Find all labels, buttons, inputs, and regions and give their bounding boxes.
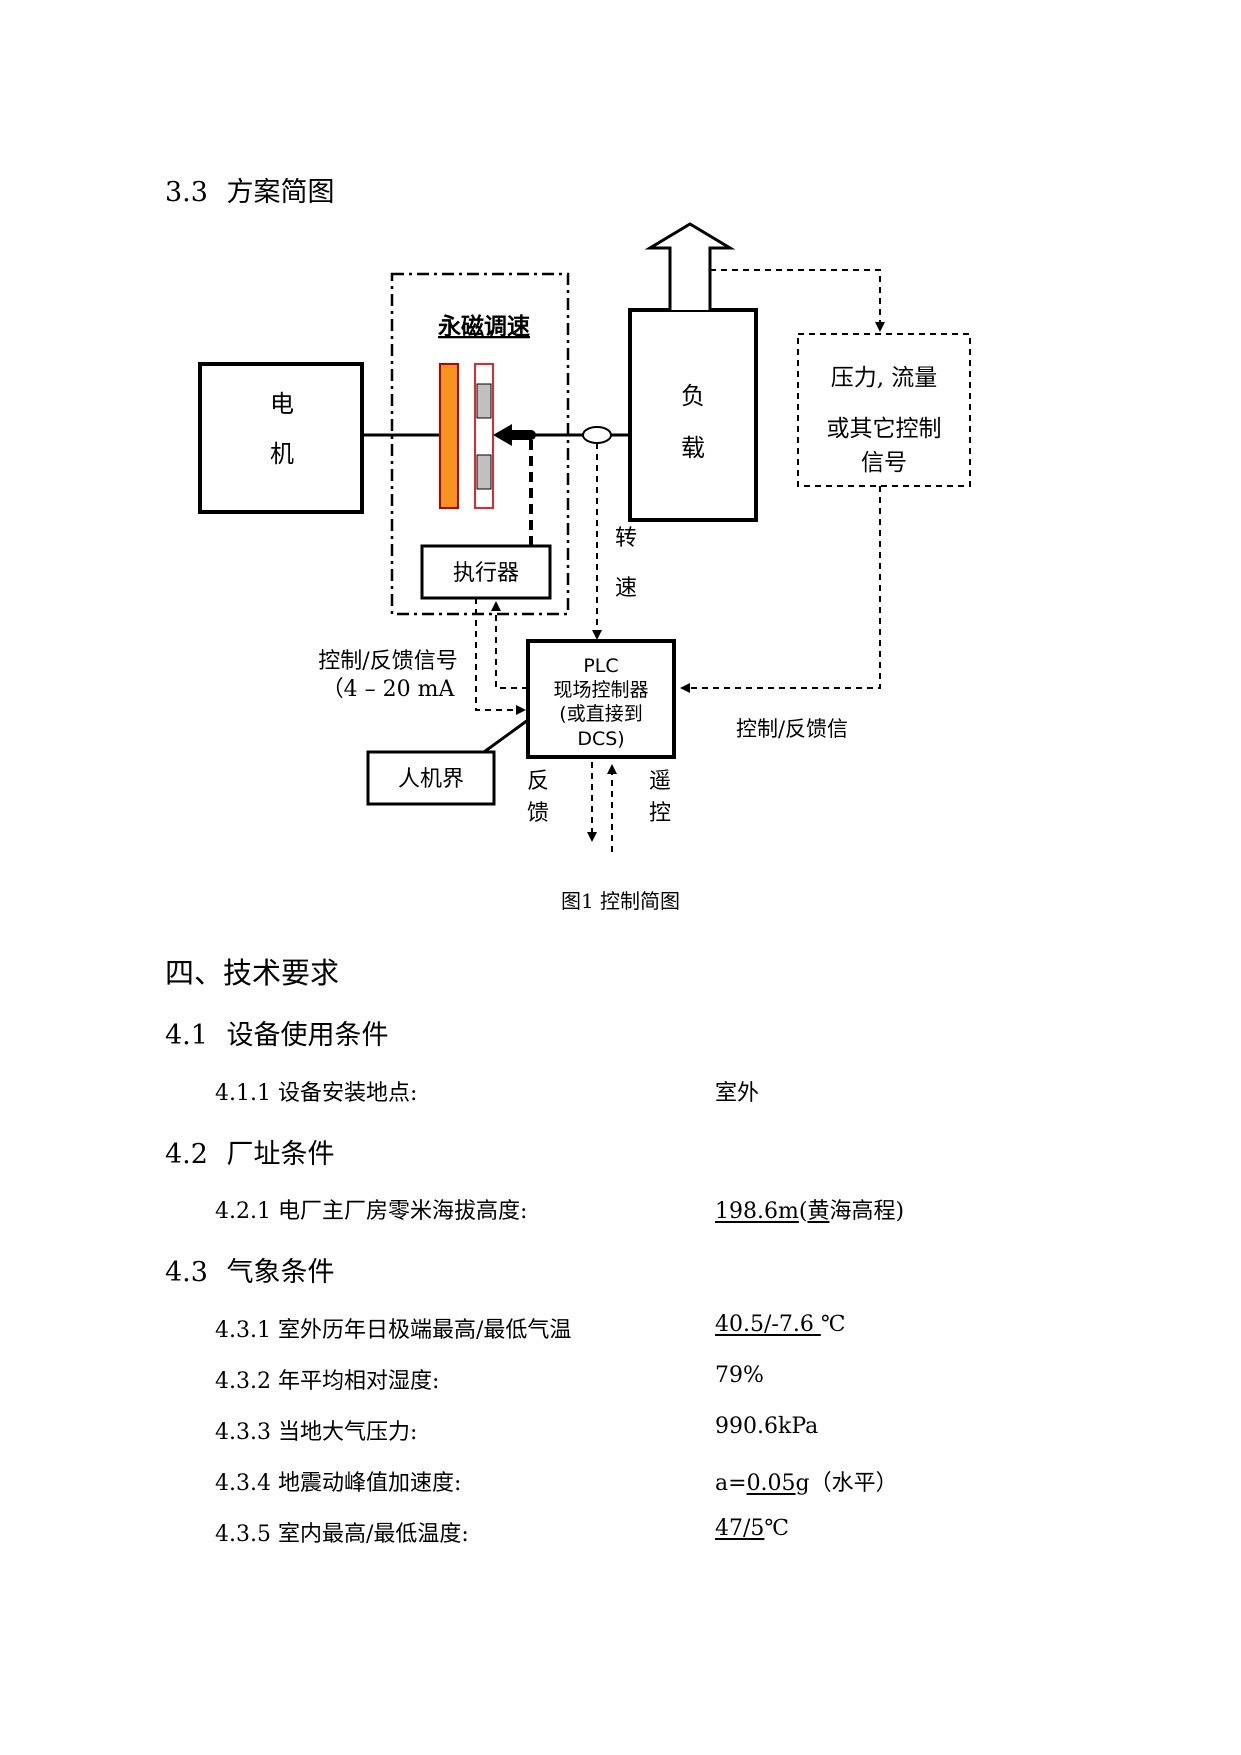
remote-label-2: 控	[649, 801, 671, 826]
item-4-3-5-value: 47/5℃	[715, 1516, 790, 1541]
section-4-heading: 四、技术要求	[165, 956, 340, 990]
plc-line-3: (或直接到	[559, 703, 642, 725]
motor-label-1: 电	[270, 390, 294, 418]
item-4-3-3-value: 990.6kPa	[715, 1414, 819, 1439]
speed-label-2: 速	[615, 576, 637, 601]
signal-line-3: 信号	[861, 450, 907, 476]
section-title: 气象条件	[226, 1257, 335, 1288]
feedback-label-1: 反	[527, 769, 549, 794]
section-3-3-heading: 3.3 方案简图	[165, 170, 335, 209]
orange-disc	[439, 363, 459, 509]
section-4-2-heading: 4.2 厂址条件	[165, 1132, 335, 1171]
item-4-3-2-value: 79%	[715, 1363, 764, 1388]
actuator-box	[420, 544, 552, 600]
plc-to-actuator-line	[491, 601, 528, 689]
section-number: 4.1	[165, 1020, 208, 1051]
section-number: 4.2	[165, 1139, 208, 1170]
figure-caption: 图1 控制简图	[560, 889, 681, 913]
item-4-3-4-value: a=0.05g（水平）	[715, 1471, 898, 1496]
plc-box	[526, 639, 676, 759]
actuator-to-plc-line	[475, 598, 526, 715]
motor-box	[198, 362, 364, 514]
signal-line-2: 或其它控制	[827, 416, 942, 442]
load-label-2: 载	[681, 434, 705, 462]
ctrl-feedback-left-2: （4 – 20 mA	[322, 677, 456, 702]
item-4-3-5-label: 4.3.5 室内最高/最低温度:	[215, 1522, 469, 1547]
item-4-1-1-label: 4.1.1 设备安装地点:	[215, 1081, 418, 1106]
plc-line-4: DCS)	[577, 728, 624, 750]
output-to-signal-line	[710, 269, 885, 332]
ctrl-feedback-right: 控制/反馈信	[736, 717, 848, 741]
item-4-2-1-label: 4.2.1 电厂主厂房零米海拔高度:	[215, 1199, 528, 1224]
magnet-block-bottom	[476, 454, 492, 490]
section-4-3-heading: 4.3 气象条件	[165, 1250, 335, 1289]
magnet-block-top	[476, 383, 492, 419]
feedback-label-2: 馈	[527, 801, 549, 826]
control-diagram: 电 机 永磁调速 执行器 负 载 压力, 流量 或其它控制 信号 转 速 PLC…	[198, 222, 971, 852]
signal-to-plc-line	[680, 486, 881, 693]
section-number: 3.3	[165, 177, 208, 208]
speed-sensor	[582, 426, 612, 444]
item-4-3-4-label: 4.3.4 地震动峰值加速度:	[215, 1471, 462, 1496]
shaft-arrow-head	[493, 424, 512, 446]
hmi-label: 人机界	[398, 767, 464, 792]
plc-line-1: PLC	[583, 655, 618, 677]
signal-box	[797, 333, 971, 487]
section-title: 设备使用条件	[226, 1020, 389, 1051]
hmi-box	[366, 750, 496, 806]
item-4-3-1-value: 40.5/-7.6 ℃	[715, 1312, 846, 1337]
section-4-1-heading: 4.1 设备使用条件	[165, 1013, 389, 1052]
pm-title: 永磁调速	[438, 313, 530, 340]
load-label-1: 负	[681, 382, 705, 410]
hmi-link	[483, 718, 529, 754]
section-title: 厂址条件	[226, 1139, 335, 1170]
pm-regulator-region	[390, 272, 570, 616]
item-4-3-1-label: 4.3.1 室外历年日极端最高/最低气温	[215, 1318, 572, 1343]
section-number: 4.3	[165, 1257, 208, 1288]
item-4-2-1-value: 198.6m(黄海高程)	[715, 1199, 905, 1224]
motor-label-2: 机	[270, 440, 294, 468]
ctrl-feedback-left-1: 控制/反馈信号	[318, 649, 457, 674]
plc-line-2: 现场控制器	[553, 679, 648, 701]
item-4-3-2-label: 4.3.2 年平均相对湿度:	[215, 1369, 440, 1394]
section-title: 方案简图	[226, 177, 335, 208]
actuator-label: 执行器	[453, 561, 519, 586]
speed-label-1: 转	[615, 526, 637, 551]
item-4-3-3-label: 4.3.3 当地大气压力:	[215, 1420, 418, 1445]
item-4-1-1-value: 室外	[715, 1081, 760, 1106]
signal-line-1: 压力, 流量	[831, 365, 938, 391]
load-box	[628, 308, 758, 522]
output-arrow	[644, 222, 736, 310]
remote-label-1: 遥	[649, 769, 671, 794]
